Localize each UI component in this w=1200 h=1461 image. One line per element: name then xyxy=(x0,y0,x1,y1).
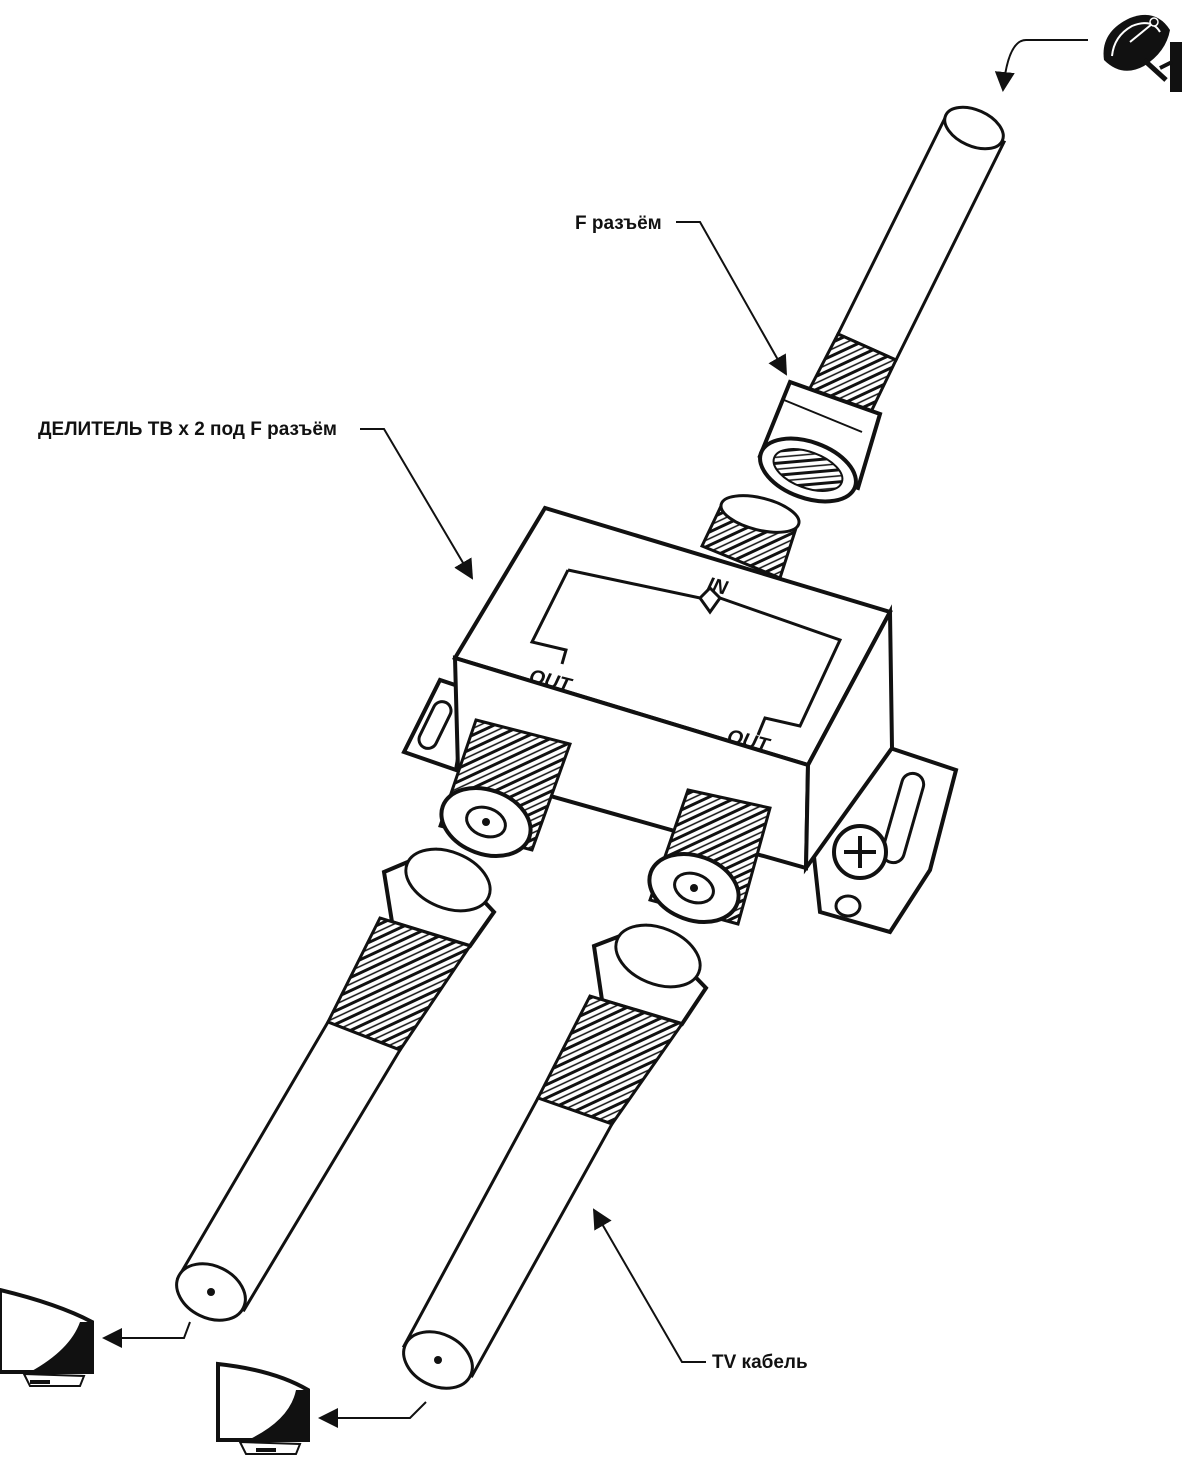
output-cable-right-nut xyxy=(591,923,709,1027)
splitter-callout: ДЕЛИТЕЛЬ ТВ х 2 под F разъём xyxy=(38,419,474,580)
tv-cable-label: TV кабель xyxy=(712,1352,808,1373)
tv-icon xyxy=(216,1361,310,1455)
output-cable-left-nut xyxy=(381,847,497,949)
f-connector-callout: F разъём xyxy=(575,213,787,376)
right-tv-signal-arrow xyxy=(318,1401,427,1428)
f-connector-label: F разъём xyxy=(575,213,662,234)
splitter-schematic xyxy=(529,568,843,736)
input-cable xyxy=(757,105,1007,504)
source-signal-arrow xyxy=(994,39,1088,92)
left-tv-signal-arrow xyxy=(102,1321,191,1348)
tv-cable-callout: TV кабель xyxy=(592,1208,808,1373)
splitter-output-port-right xyxy=(647,788,772,926)
splitter-input-port xyxy=(699,494,801,581)
output-cable-right xyxy=(401,923,709,1390)
tv-icon xyxy=(0,1287,94,1387)
splitter-output-port-left xyxy=(438,718,572,858)
mounting-screw-icon xyxy=(832,824,888,880)
input-f-connector-nut xyxy=(757,379,883,504)
output-cable-left xyxy=(175,847,497,1322)
splitter-label: ДЕЛИТЕЛЬ ТВ х 2 под F разъём xyxy=(38,419,337,440)
satellite-dish-icon xyxy=(1103,14,1182,92)
splitter-device: IN OUT OUT xyxy=(401,494,959,935)
